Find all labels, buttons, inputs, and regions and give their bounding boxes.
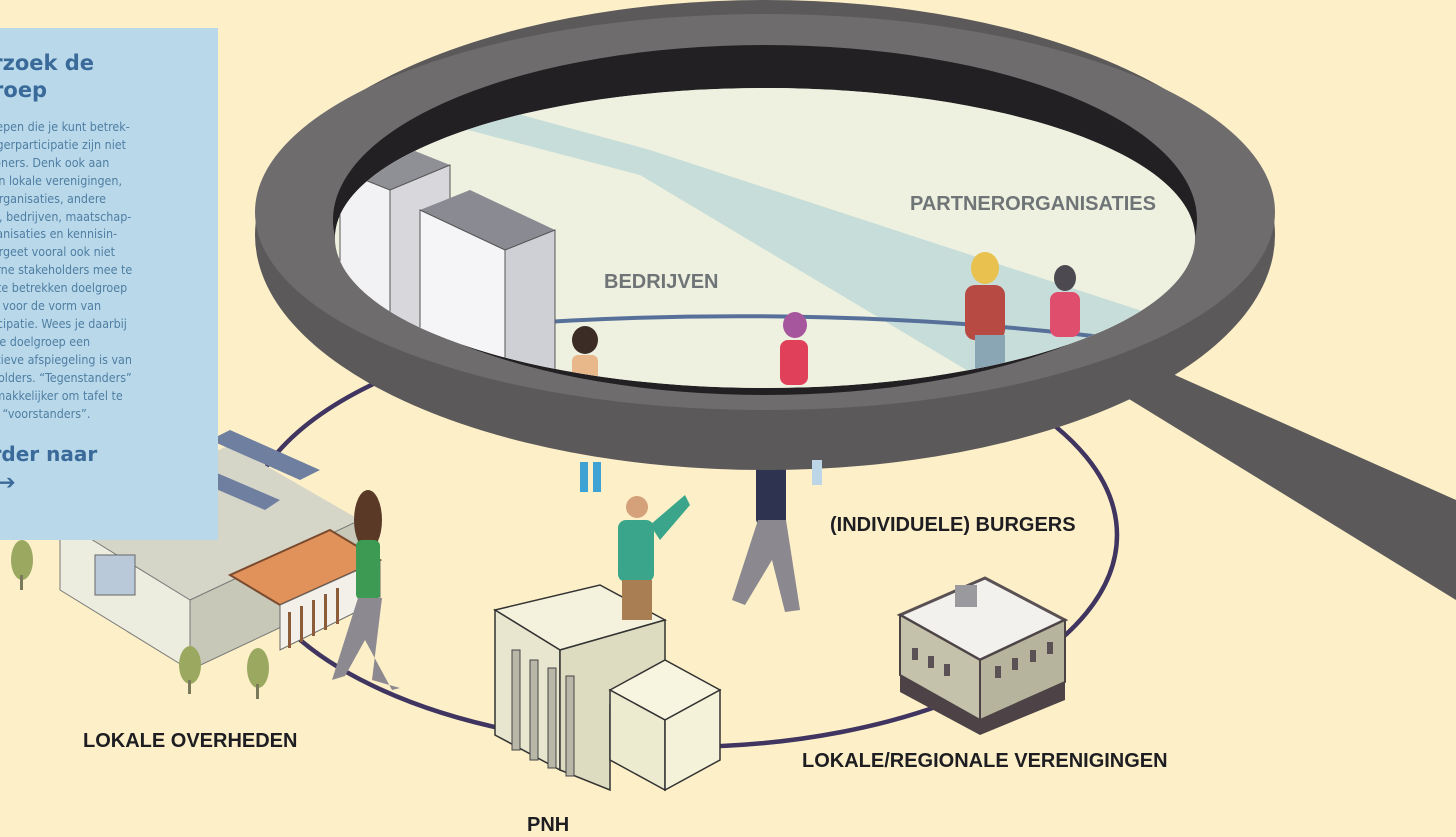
label-bedrijven: BEDRIJVEN xyxy=(604,271,719,293)
pnh-building xyxy=(493,584,722,792)
local-government-building xyxy=(59,430,383,671)
tree-icon xyxy=(11,540,269,699)
woman-walking-figure-2 xyxy=(732,465,800,612)
figure-legs xyxy=(580,460,822,492)
panel-title: erzoek de groep xyxy=(0,51,95,102)
label-partnerorganisaties: PARTNERORGANISATIES xyxy=(910,193,1156,215)
label-pnh: PNH xyxy=(527,814,570,836)
label-lokale-overheden: LOKALE OVERHEDEN xyxy=(83,730,298,752)
label-verenigingen: LOKALE/REGIONALE VERENIGINGEN xyxy=(802,750,1168,772)
label-burgers: (INDIVIDUELE) BURGERS xyxy=(830,514,1076,536)
lens-view xyxy=(335,88,1195,388)
read-more-link[interactable]: erder naar 5 ➔ xyxy=(0,442,98,495)
woman-walking-figure xyxy=(332,490,400,690)
association-building xyxy=(896,576,1069,735)
info-panel: erzoek de groep groepen die je kunt betr… xyxy=(0,28,218,540)
panel-body: groepen die je kunt betrek- burgerpartic… xyxy=(0,119,133,421)
man-pointing-figure xyxy=(618,495,690,620)
